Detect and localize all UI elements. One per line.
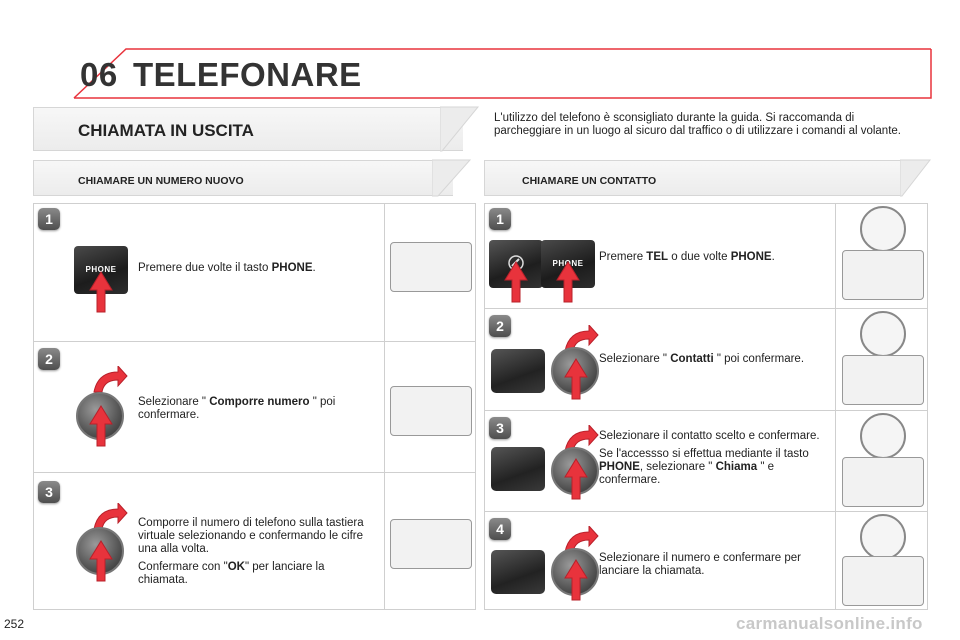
radio-panel-image <box>842 355 924 405</box>
right-step-2: 2 Selezionare " Contatti " poi confermar… <box>485 309 927 411</box>
steering-radio-column <box>835 512 928 610</box>
radio-panel-image <box>842 556 924 606</box>
steering-radio-column <box>835 204 928 308</box>
rotate-arrow-icon <box>564 526 599 553</box>
radio-image-column <box>384 473 476 610</box>
up-arrow-icon <box>564 358 588 400</box>
right-step-3: 3 Selezionare il contatto scelto e confe… <box>485 411 927 512</box>
steering-radio-column <box>835 411 928 511</box>
page-number: 252 <box>4 617 25 631</box>
right-step-4: 4 Selezionare il numero e confermare per… <box>485 512 927 610</box>
dark-button-image <box>491 349 545 393</box>
step-text: Selezionare il contatto scelto e conferm… <box>599 430 820 486</box>
step-text: Selezionare " Comporre numero " poi conf… <box>138 396 336 421</box>
right-heading-banner <box>484 160 902 196</box>
left-steps-panel: 1 PHONE Premere due volte il tasto PHONE… <box>33 203 476 610</box>
radio-image-column <box>384 204 476 341</box>
step-text: Selezionare il numero e confermare per l… <box>599 552 801 577</box>
watermark: carmanualsonline.info <box>736 614 923 633</box>
rotate-arrow-icon <box>564 325 599 352</box>
dark-button-image <box>491 447 545 491</box>
step-number-badge: 3 <box>489 417 511 439</box>
up-arrow-icon <box>564 559 588 601</box>
up-arrow-icon <box>89 271 113 313</box>
chapter-header-frame <box>52 47 932 99</box>
rotate-arrow-icon <box>93 503 128 530</box>
radio-panel-image <box>390 242 472 292</box>
step-number-badge: 2 <box>489 315 511 337</box>
rotate-arrow-icon <box>564 425 599 452</box>
steering-radio-column <box>835 309 928 410</box>
radio-panel-image <box>842 250 924 300</box>
chapter-number: 06 <box>80 56 118 93</box>
dark-button-image <box>491 550 545 594</box>
up-arrow-icon <box>564 458 588 500</box>
right-steps-panel: 1 PHONE Premere TEL o due volte PHONE. 2… <box>484 203 928 610</box>
intro-text: L'utilizzo del telefono è sconsigliato d… <box>494 112 901 137</box>
radio-panel-image <box>390 519 472 569</box>
up-arrow-icon <box>89 405 113 447</box>
radio-panel-image <box>842 457 924 507</box>
right-heading: CHIAMARE UN CONTATTO <box>522 175 657 187</box>
step-number-badge: 1 <box>38 208 60 230</box>
steering-wheel-image <box>860 311 906 357</box>
step-text: Comporre il numero di telefono sulla tas… <box>138 517 364 586</box>
left-heading-corner <box>432 159 472 197</box>
left-heading: CHIAMARE UN NUMERO NUOVO <box>78 175 244 187</box>
section-banner <box>33 107 463 151</box>
step-number-badge: 1 <box>489 208 511 230</box>
step-text: Selezionare " Contatti " poi confermare. <box>599 353 805 365</box>
left-step-2: 2 Selezionare " Comporre numero " poi co… <box>34 342 475 473</box>
step-number-badge: 4 <box>489 518 511 540</box>
steering-wheel-image <box>860 413 906 459</box>
left-heading-banner <box>33 160 453 196</box>
up-arrow-icon <box>504 261 528 303</box>
steering-wheel-image <box>860 206 906 252</box>
steering-wheel-image <box>860 514 906 560</box>
step-text: Premere TEL o due volte PHONE. <box>599 251 775 263</box>
right-step-1: 1 PHONE Premere TEL o due volte PHONE. <box>485 204 927 309</box>
up-arrow-icon <box>89 540 113 582</box>
step-text: Premere due volte il tasto PHONE. <box>138 262 316 274</box>
left-step-3: 3 Comporre il numero di telefono sulla t… <box>34 473 475 610</box>
radio-image-column <box>384 342 476 472</box>
left-step-1: 1 PHONE Premere due volte il tasto PHONE… <box>34 204 475 342</box>
banner-corner <box>440 106 480 152</box>
radio-panel-image <box>390 386 472 436</box>
right-heading-corner <box>900 159 932 197</box>
step-number-badge: 2 <box>38 348 60 370</box>
chapter-title: TELEFONARE <box>133 56 362 93</box>
up-arrow-icon <box>556 261 580 303</box>
rotate-arrow-icon <box>93 366 128 393</box>
step-number-badge: 3 <box>38 481 60 503</box>
section-title: CHIAMATA IN USCITA <box>78 121 254 140</box>
